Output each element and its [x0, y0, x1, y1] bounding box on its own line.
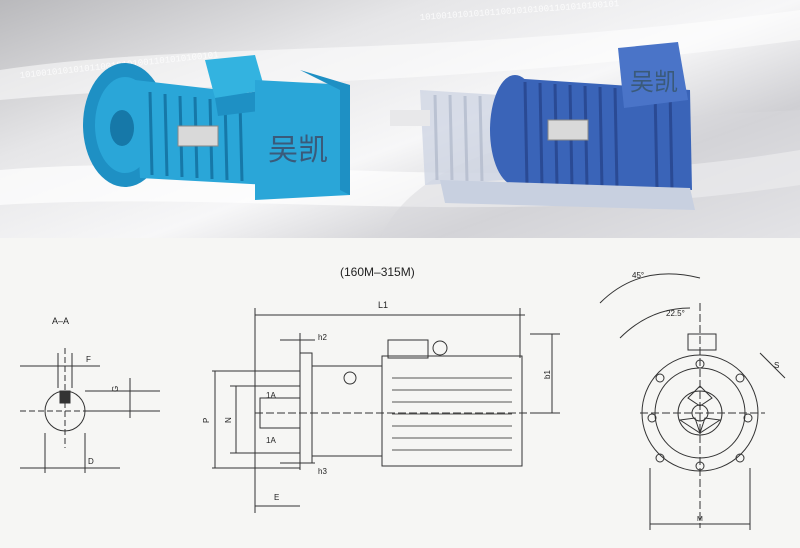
dim-h3: h3 [318, 467, 327, 476]
dim-L1: L1 [378, 300, 388, 310]
end-view: 45° 22.5° S M [599, 271, 786, 530]
dim-b1: b1 [543, 370, 552, 379]
dim-P: P [202, 418, 211, 423]
dim-N: N [224, 417, 233, 423]
product-banner: 1010010101010110010101001101010100101 10… [0, 0, 800, 238]
technical-drawing: (160M–315M) A–A F G D L1 h2 [0, 238, 800, 548]
dimension-drawing-svg: (160M–315M) A–A F G D L1 h2 [20, 265, 786, 530]
left-motor-photo: 吴凯 [83, 55, 350, 200]
dim-F: F [86, 355, 91, 364]
dim-S: S [774, 361, 779, 370]
dim-G: G [111, 386, 120, 392]
binary-text: 1010010101010110010101001101010100101 [420, 0, 620, 23]
banner-art: 1010010101010110010101001101010100101 10… [0, 0, 800, 238]
dim-1A-bottom: 1A [266, 436, 276, 445]
section-a-a: A–A F G D [20, 316, 160, 473]
side-view: L1 h2 1A 1A P N [202, 300, 560, 513]
dim-E: E [274, 493, 279, 502]
dim-angle-45: 45° [632, 271, 644, 280]
dim-D: D [88, 457, 94, 466]
dim-angle-22-5: 22.5° [666, 309, 685, 318]
dim-1A-top: 1A [266, 391, 276, 400]
left-motor-badge: 吴凯 [268, 133, 328, 168]
frame-range-label: (160M–315M) [340, 265, 415, 279]
right-motor-badge: 吴凯 [630, 68, 678, 96]
section-label: A–A [52, 316, 69, 326]
dim-h2: h2 [318, 333, 327, 342]
right-motor-photo: 吴凯 [390, 42, 695, 210]
dim-M: M [697, 516, 703, 523]
